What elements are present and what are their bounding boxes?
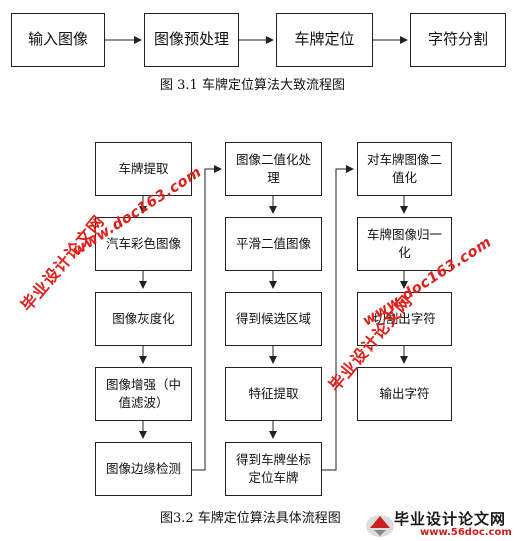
step-output-chars: 输出字符 [357,367,452,421]
step-plate-binarize: 对车牌图像二值化 [357,142,452,196]
step-plate-extract: 车牌提取 [95,142,192,196]
step-locate-plate: 得到车牌坐标定位车牌 [225,442,322,496]
step-label: 得到车牌坐标定位车牌 [235,451,311,485]
node-plate-location: 车牌定位 [276,13,373,67]
step-label: 输出字符 [379,385,430,401]
step-candidate: 得到候选区域 [225,292,322,346]
step-label: 特征提取 [248,385,299,401]
node-label: 输入图像 [27,30,88,49]
step-label: 图像灰度化 [112,310,175,326]
step-smooth: 平滑二值图像 [225,217,322,271]
step-label: 车牌提取 [118,160,169,176]
node-preprocess: 图像预处理 [144,13,239,67]
node-label: 车牌定位 [294,30,355,49]
step-label: 图像二值化处理 [235,151,311,185]
step-label: 车牌图像归一化 [366,226,442,260]
step-enhance: 图像增强（中值滤波） [95,367,192,421]
figure2-caption: 图3.2 车牌定位算法具体流程图 [160,511,341,526]
figure1-caption: 图 3.1 车牌定位算法大致流程图 [160,78,345,93]
node-label: 字符分割 [427,30,488,49]
step-label: 图像增强（中值滤波） [105,376,181,410]
step-label: 切割出字符 [373,310,436,326]
step-grayscale: 图像灰度化 [95,292,192,346]
step-cut-chars: 切割出字符 [357,292,452,346]
step-normalize: 车牌图像归一化 [357,217,452,271]
node-label: 图像预处理 [153,30,229,49]
logo-title: 毕业设计论文网 [394,510,507,528]
node-input-image: 输入图像 [11,13,105,67]
step-feature: 特征提取 [225,367,322,421]
step-label: 汽车彩色图像 [105,235,181,251]
step-label: 对车牌图像二值化 [366,151,442,185]
step-label: 平滑二值图像 [235,235,311,251]
step-binarize: 图像二值化处理 [225,142,322,196]
logo-emblem-icon [366,515,394,537]
step-edge-detect: 图像边缘检测 [95,442,192,496]
logo-url: www.56doc.com [420,527,512,538]
step-label: 得到候选区域 [235,310,311,326]
node-char-segment: 字符分割 [410,13,506,67]
step-color-image: 汽车彩色图像 [95,217,192,271]
step-label: 图像边缘检测 [105,460,181,476]
